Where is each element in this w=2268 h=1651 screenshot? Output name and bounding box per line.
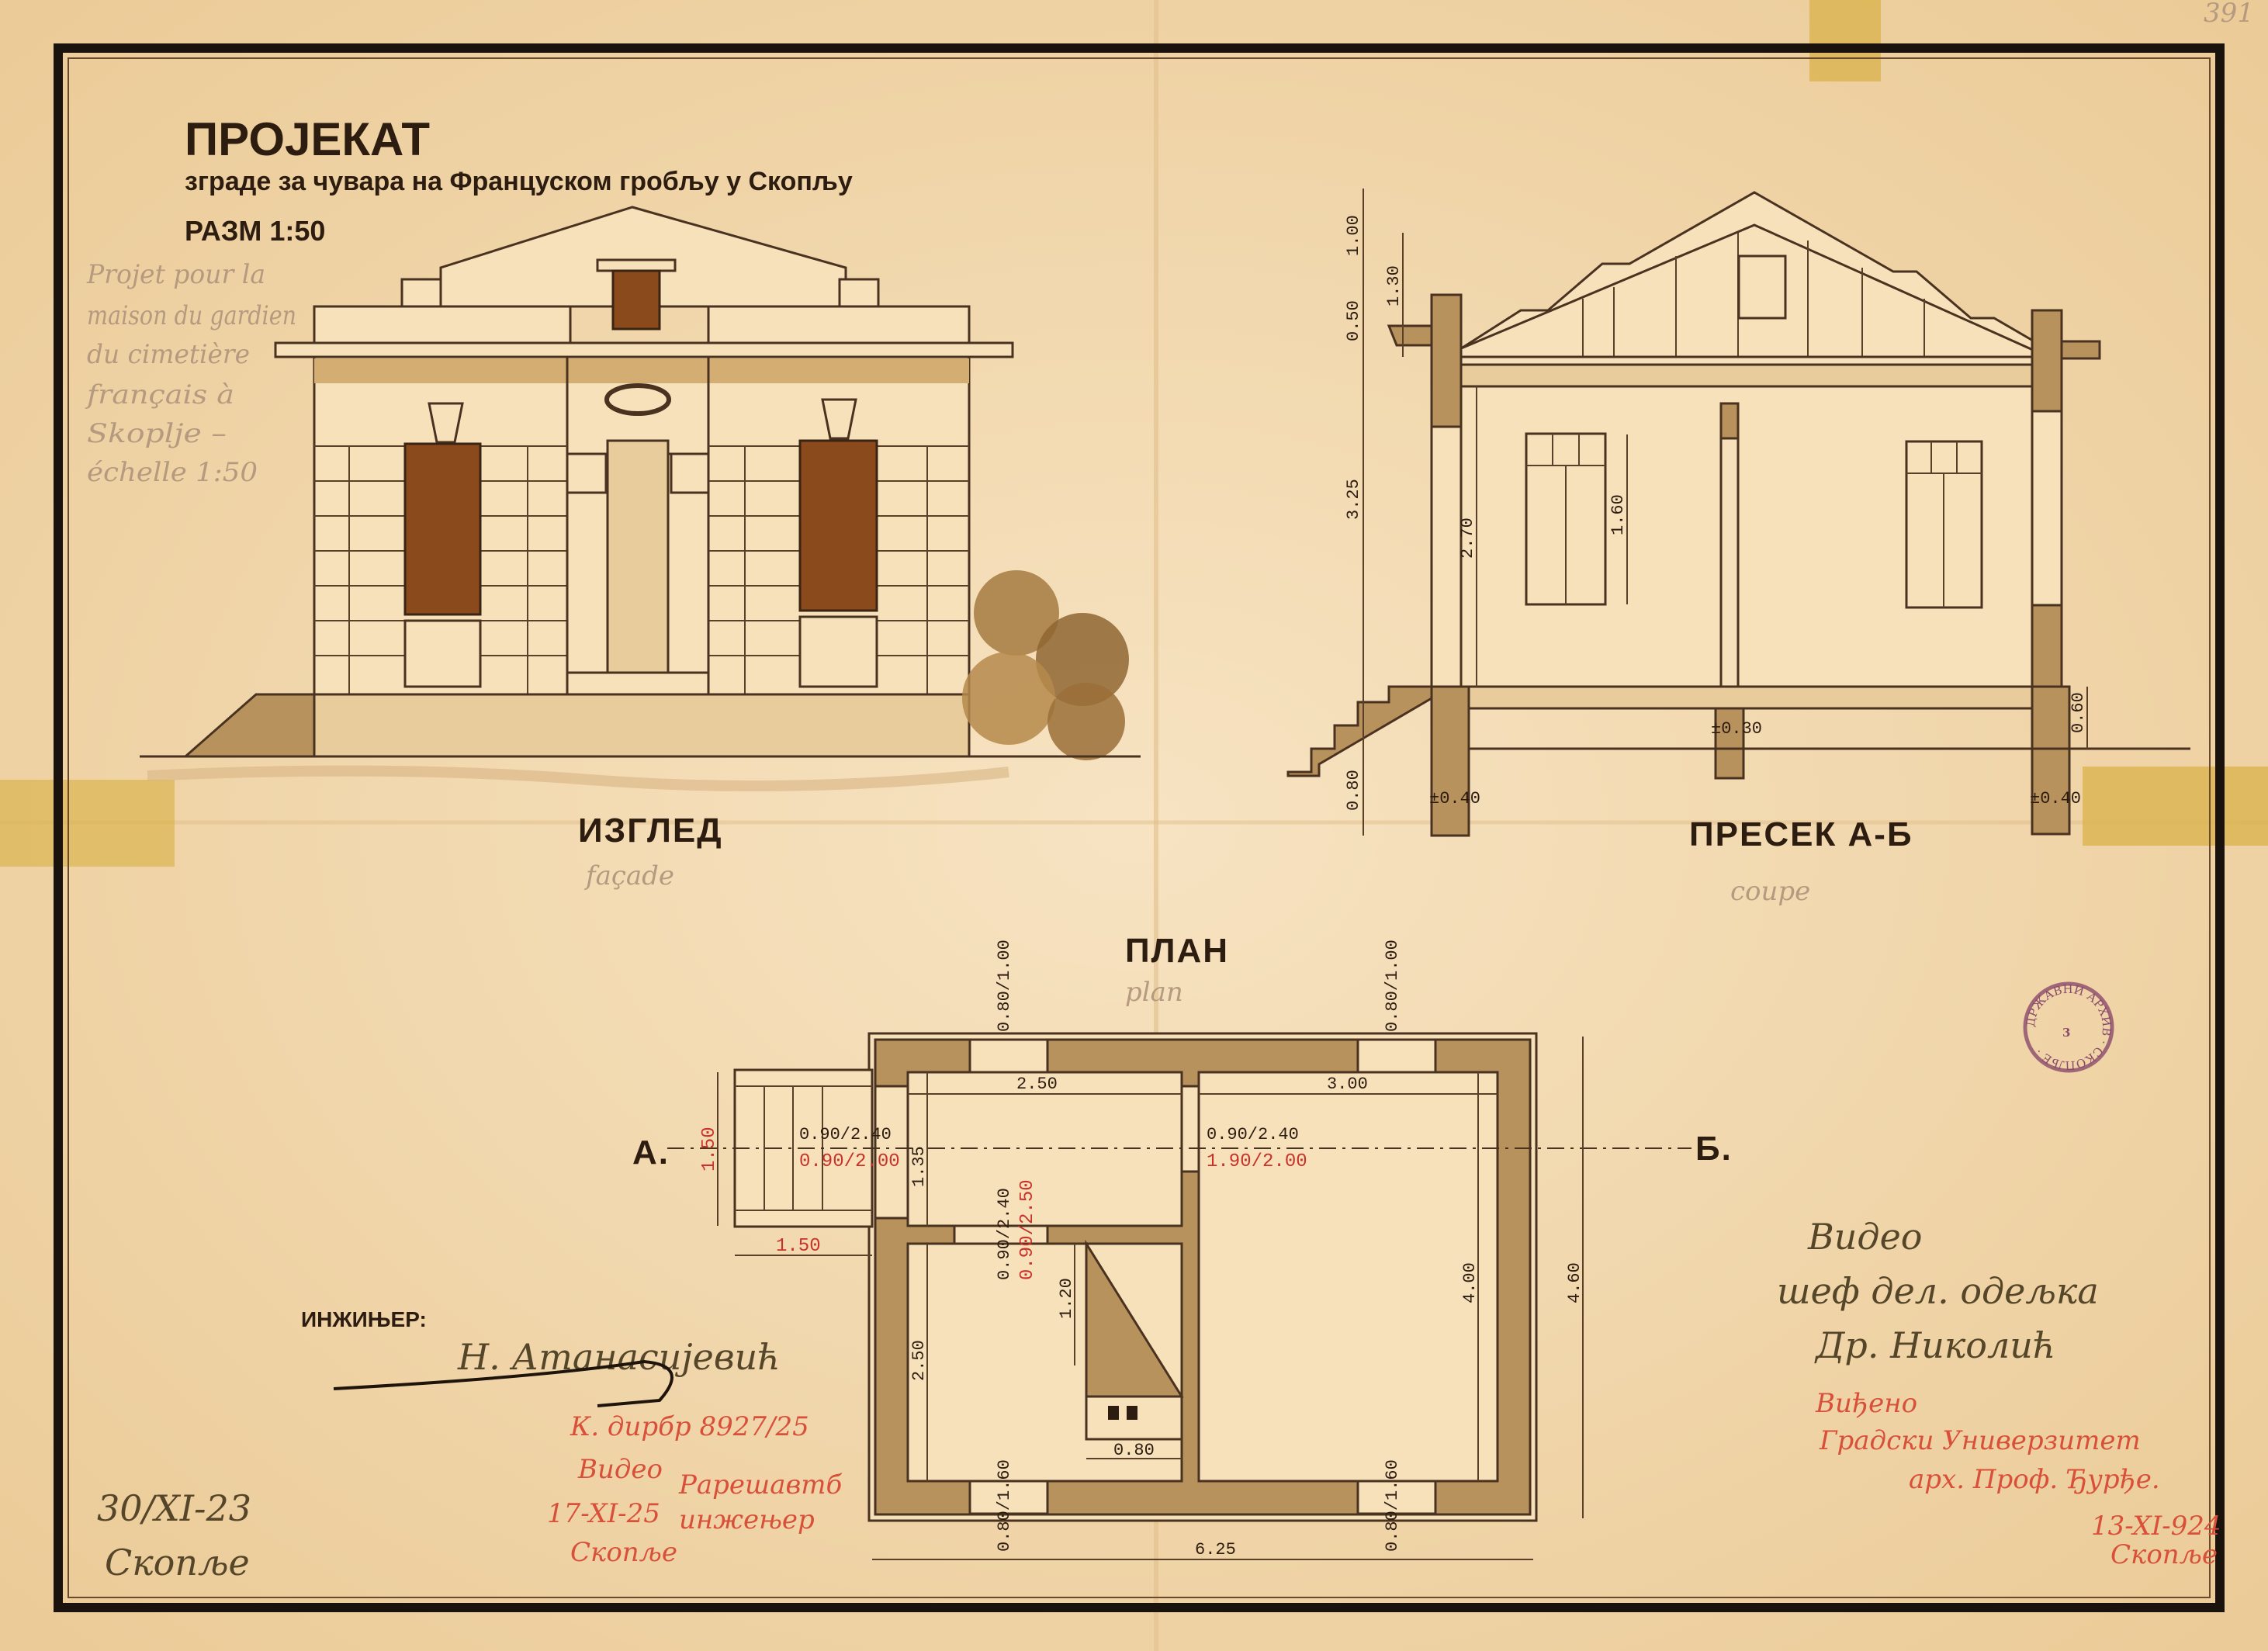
place-left: Скопље xyxy=(105,1542,250,1584)
dimension-label: 0.90/2.40 xyxy=(995,1188,1014,1280)
red-note: Видео xyxy=(577,1454,663,1485)
marker-b: Б. xyxy=(1695,1130,1733,1168)
section-pencil-label: coupe xyxy=(1730,876,1810,907)
section-a-b: 1.00 1.30 0.50 3.25 2.70 1.60 0.60 0.80 … xyxy=(1286,189,2190,907)
dimension-label: 4.60 xyxy=(1565,1262,1584,1303)
red-note: арх. Проф. Ђурђе. xyxy=(1909,1464,2160,1495)
engineer-label: ИНЖИЊЕР: xyxy=(301,1307,427,1331)
red-note: Градски Универзитет xyxy=(1819,1425,2141,1456)
floor-plan: ПЛАН plan А. Б. 2.50 3.00 1.35 4.00 2.50… xyxy=(632,932,1733,1560)
pencil-note-line: Skoplje – xyxy=(87,418,227,449)
dimension-label: 0.80/1.00 xyxy=(995,940,1014,1032)
dimension-label: 2.50 xyxy=(1016,1075,1058,1094)
approval-note: шеф дел. одељка xyxy=(1777,1270,2099,1312)
dimension-label: ±0.40 xyxy=(1429,789,1480,808)
red-note: инжењер xyxy=(679,1504,815,1535)
front-elevation: ИЗГЛЕД façade xyxy=(140,206,1141,891)
title-main: ПРОЈЕКАТ xyxy=(185,113,430,165)
dimension-label: 4.00 xyxy=(1460,1262,1480,1303)
dimension-label: 1.20 xyxy=(1057,1278,1076,1319)
dimension-label: 0.80/1.60 xyxy=(1383,1459,1402,1552)
section-label: ПРЕСЕК А-Б xyxy=(1689,815,1913,853)
dimension-label: 1.50 xyxy=(699,1127,720,1172)
dimension-label: 2.70 xyxy=(1458,517,1477,559)
engineer-signature: Н. Атанасијевић xyxy=(457,1336,781,1378)
dimension-label: 0.50 xyxy=(1344,300,1363,341)
svg-text:3: 3 xyxy=(2062,1026,2070,1040)
marker-a: А. xyxy=(632,1134,670,1172)
dimension-label: 3.00 xyxy=(1327,1075,1368,1094)
engineer-signature-block: ИНЖИЊЕР: Н. Атанасијевић 30/XI-23 Скопље xyxy=(97,1307,781,1584)
plan-pencil-label: plan xyxy=(1125,977,1183,1008)
sheet-border xyxy=(54,43,2225,1612)
dimension-label: 0.80/1.00 xyxy=(1383,940,1402,1032)
bush xyxy=(962,570,1129,760)
elevation-label: ИЗГЛЕД xyxy=(578,812,723,850)
dimension-label: 0.60 xyxy=(2069,692,2088,733)
dimension-label: 1.90/2.00 xyxy=(1207,1151,1307,1172)
red-note: К. дирбр 8927/25 xyxy=(570,1411,809,1442)
pencil-note-line: maison du gardien xyxy=(87,300,296,331)
pencil-note-line: Projet pour la xyxy=(86,259,265,290)
pencil-note-line: échelle 1:50 xyxy=(87,457,258,488)
dimension-label: 0.80 xyxy=(1113,1441,1155,1460)
red-approval-left: К. дирбр 8927/25 Видео Рарешавтб инжењер… xyxy=(547,1411,843,1568)
dimension-label: 3.25 xyxy=(1344,479,1363,520)
dimension-label: 0.80 xyxy=(1344,770,1363,811)
dimension-label: 1.60 xyxy=(1608,494,1628,535)
dimension-label: 6.25 xyxy=(1195,1540,1236,1559)
dimension-label: 0.90/2.00 xyxy=(799,1151,900,1172)
plan-label: ПЛАН xyxy=(1125,932,1229,970)
ornament xyxy=(604,383,671,416)
red-note: Скопље xyxy=(2110,1539,2218,1570)
section-dimensions: 1.00 1.30 0.50 3.25 2.70 1.60 0.60 0.80 … xyxy=(1344,189,2088,836)
page-number: 391 xyxy=(2204,0,2254,29)
red-note: Рарешавтб xyxy=(678,1469,843,1500)
red-note: 13-XI-924 xyxy=(2091,1511,2221,1542)
dimension-label: 0.90/2.40 xyxy=(799,1125,892,1144)
pencil-note-line: français à xyxy=(85,379,234,410)
dimension-label: 1.50 xyxy=(776,1236,821,1257)
elevation-pencil-label: façade xyxy=(583,860,674,891)
red-note: Виђено xyxy=(1815,1388,1917,1419)
dimension-label: ±0.40 xyxy=(2030,789,2081,808)
approval-note: Видео xyxy=(1807,1216,1923,1258)
date-left: 30/XI-23 xyxy=(97,1487,251,1529)
pencil-note: Projet pour la maison du gardien du cime… xyxy=(85,259,296,488)
archive-stamp: ДРЖАВНИ АРХИВ · СКОПЉЕ · 3 xyxy=(2023,981,2114,1073)
dimension-label: ±0.30 xyxy=(1711,719,1762,739)
dimension-label: 1.00 xyxy=(1344,215,1363,256)
sheet-border-inner xyxy=(68,57,2211,1598)
red-note: 17-XI-25 xyxy=(547,1498,660,1529)
dimension-label: 0.90/2.40 xyxy=(1207,1125,1299,1144)
title-subtitle: зграде за чувара на Француском гробљу у … xyxy=(185,167,853,196)
approval-note: Др. Николић xyxy=(1814,1324,2056,1366)
dimension-label: 0.80/1.60 xyxy=(995,1459,1014,1552)
dimension-label: 1.35 xyxy=(909,1146,929,1187)
dimension-label: 2.50 xyxy=(909,1340,929,1381)
tape-left xyxy=(0,780,175,867)
red-note: Скопље xyxy=(570,1537,677,1568)
pencil-note-line: du cimetière xyxy=(87,339,250,370)
tape-right xyxy=(2083,767,2268,846)
dimension-label: 0.90/2.50 xyxy=(1017,1179,1038,1280)
title-scale: РАЗМ 1:50 xyxy=(185,215,325,247)
approval-right: Видео шеф дел. одељка Др. Николић Виђено… xyxy=(1777,1216,2221,1570)
tape-top xyxy=(1809,0,1881,81)
dimension-label: 1.30 xyxy=(1384,265,1404,306)
